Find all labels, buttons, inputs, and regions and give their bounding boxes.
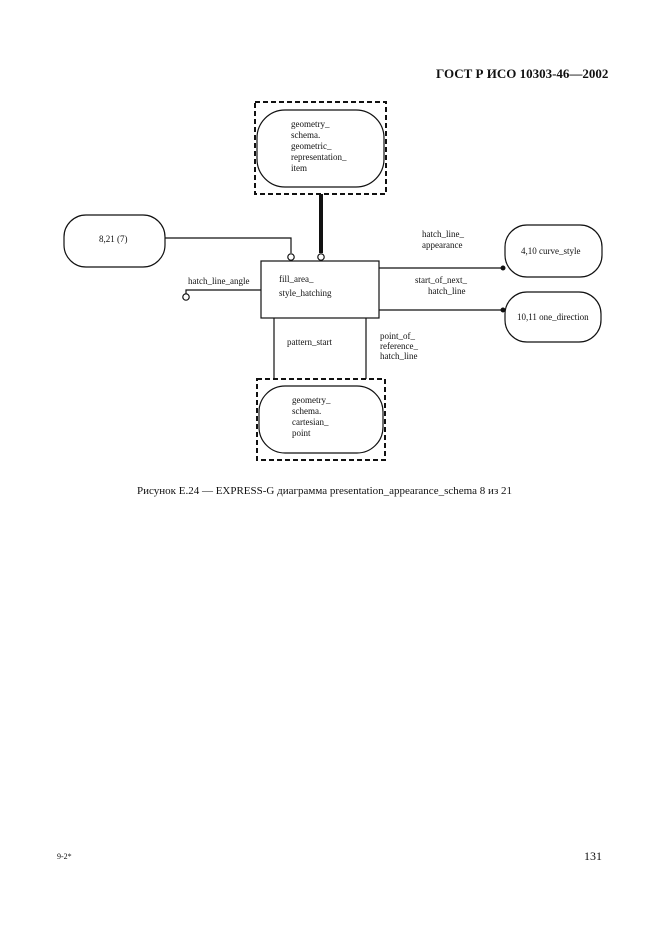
page-number: 131 (584, 849, 602, 863)
pattern-start-label: pattern_start (287, 337, 332, 347)
document-header: ГОСТ Р ИСО 10303-46—2002 (436, 66, 609, 81)
curve-style-label: 4,10 curve_style (521, 246, 580, 256)
start-of-next-hatch-line-end-circle (500, 307, 506, 313)
hatch-line-appearance-label: hatch_line_ appearance (422, 229, 466, 250)
hatch-line-angle-line (185, 289, 261, 294)
geometric-item-label: geometry_ schema. geometric_ representat… (291, 119, 349, 173)
subtype-end-circle (317, 253, 325, 261)
start-of-next-hatch-line-label: start_of_next_ hatch_line (415, 275, 469, 296)
ref-8-21-box (63, 214, 166, 268)
figure-caption: Рисунок E.24 — EXPRESS-G диаграмма prese… (137, 485, 513, 497)
one-direction-box (504, 291, 602, 343)
geometric-item-rounded-box (256, 109, 385, 188)
curve-style-box (504, 224, 603, 278)
entity-label: fill_area_ style_hatching (279, 274, 332, 298)
hatch-line-angle-end-circle (182, 293, 190, 301)
cartesian-point-dashed-frame (256, 378, 386, 461)
ref-8-21-label: 8,21 (7) (99, 234, 128, 244)
ref-8-21-end-circle (287, 253, 295, 261)
hatch-line-appearance-end-circle (500, 265, 506, 271)
one-direction-label: 10,11 one_direction (517, 312, 589, 322)
footer-signature: 9-2* (57, 852, 72, 861)
ref-8-21-relation-line (165, 237, 292, 253)
cartesian-point-label: geometry_ schema. cartesian_ point (292, 395, 333, 438)
point-of-reference-hatch-line-label: point_of_ reference_ hatch_line (380, 331, 420, 361)
hatch-line-angle-label: hatch_line_angle (188, 276, 249, 286)
cartesian-point-rounded-box (258, 385, 384, 454)
